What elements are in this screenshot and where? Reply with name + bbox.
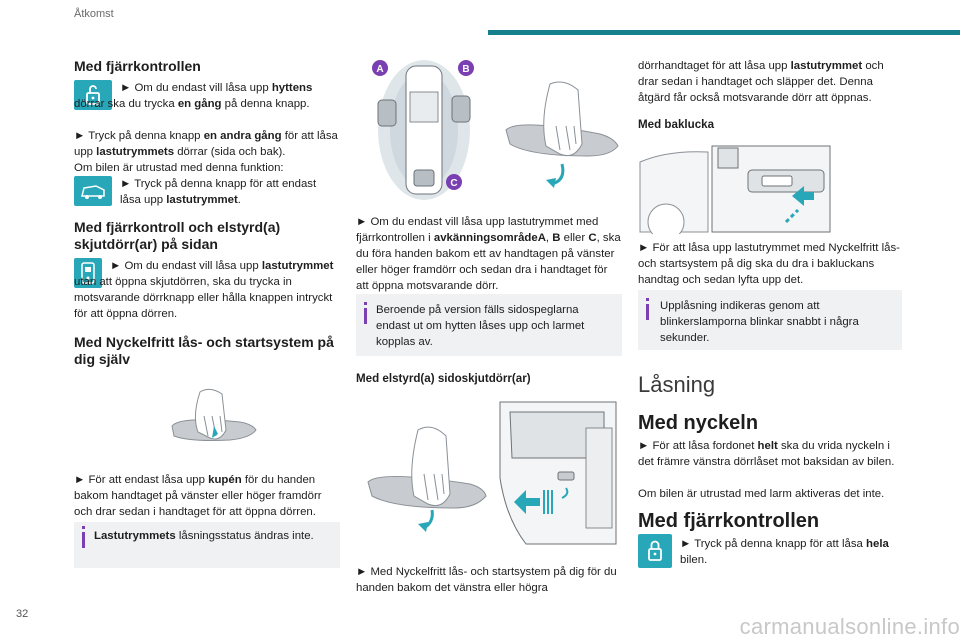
key-paragraph: ► För att låsa fordonet helt ska du vrid… xyxy=(638,440,895,468)
info-icon xyxy=(82,526,85,529)
info-icon xyxy=(646,298,649,301)
van-icon xyxy=(74,176,112,206)
remote-paragraph-1: ► Om du endast vill låsa upp hyttens dör… xyxy=(74,82,313,110)
sliding-door-illustration xyxy=(496,398,622,548)
hand-door-handle-illustration xyxy=(171,388,257,441)
heading-remote: Med fjärrkontrollen xyxy=(74,58,201,74)
info-note-mirrors: Beroende på version fälls sidospeglarna … xyxy=(356,294,622,356)
sliding-door-paragraph: ► Om du endast vill låsa upp lastutrymme… xyxy=(74,260,334,320)
zone-label-b: B xyxy=(462,64,469,75)
tailgate-paragraph: ► För att låsa upp lastutrymmet med Nyck… xyxy=(638,242,900,286)
header-accent-bar xyxy=(488,30,960,35)
remote-paragraph-4: ► Tryck på denna knapp för att endast lå… xyxy=(120,178,317,206)
watermark: carmanualsonline.info xyxy=(739,614,960,639)
detection-zone-paragraph: ► Om du endast vill låsa upp lastutrymme… xyxy=(356,216,621,292)
detection-zone-illustration: A B C xyxy=(372,60,474,200)
heading-locking: Låsning xyxy=(638,372,716,397)
info-note-indicators: Upplåsning indikeras genom att blinkersl… xyxy=(638,290,902,350)
hand-handle-illustration-2 xyxy=(367,426,487,532)
heading-keyless: Med Nyckelfritt lås- och startsystem på … xyxy=(74,334,334,367)
keyless-paragraph: ► För att endast låsa upp kupén för du h… xyxy=(74,474,322,518)
info-note-cargo: Lastutrymmets låsningsstatus ändras inte… xyxy=(74,522,340,568)
heading-remote-lock: Med fjärrkontrollen xyxy=(638,510,820,532)
remote-lock-paragraph: ► Tryck på denna knapp för att låsa hela… xyxy=(680,538,889,566)
page-number: 32 xyxy=(16,608,29,620)
unlock-icon xyxy=(74,80,112,110)
heading-tailgate: Med baklucka xyxy=(638,118,715,131)
alarm-paragraph: Om bilen är utrustad med larm aktiveras … xyxy=(638,488,885,500)
info-icon xyxy=(364,302,367,305)
tailgate-illustration xyxy=(638,142,834,234)
heading-with-key: Med nyckeln xyxy=(638,412,759,434)
heading-sliding-door: Med fjärrkontroll och elstyrd(a) skjutdö… xyxy=(74,219,281,252)
section-header: Åtkomst xyxy=(74,8,114,20)
sliding-door-icon xyxy=(74,258,102,288)
hand-pull-handle-illustration xyxy=(505,81,619,188)
electric-sliding-paragraph: ► Med Nyckelfritt lås- och startsystem p… xyxy=(356,566,617,594)
lock-icon xyxy=(638,534,672,568)
remote-paragraph-3: Om bilen är utrustad med denna funktion: xyxy=(74,162,284,174)
heading-electric-sliding: Med elstyrd(a) sidoskjutdörr(ar) xyxy=(356,372,531,385)
zone-label-c: C xyxy=(450,178,457,189)
remote-paragraph-2: ► Tryck på denna knapp en andra gång för… xyxy=(74,130,338,158)
zone-label-a: A xyxy=(376,64,383,75)
continued-paragraph: dörrhandtaget för att låsa upp lastutrym… xyxy=(638,60,884,104)
